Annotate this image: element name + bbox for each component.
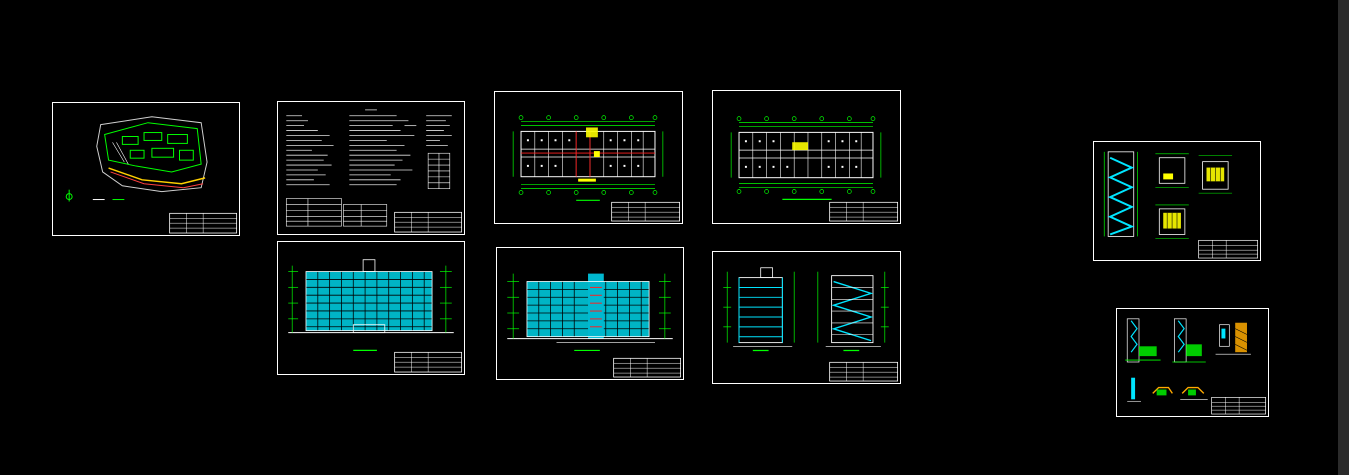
sheet-elevation-rear[interactable]: [496, 247, 684, 380]
section-drawing: [723, 267, 889, 352]
wall-detail-drawing: [1125, 318, 1251, 402]
vertical-scrollbar[interactable]: [1338, 0, 1349, 475]
title-block: [1211, 397, 1266, 415]
sheet-floor-plan-2[interactable]: [712, 90, 901, 224]
sheet-elevation-front[interactable]: [277, 241, 465, 375]
sheet-site-plan[interactable]: [52, 102, 240, 236]
title-block: [829, 361, 899, 382]
title-block: [394, 211, 463, 233]
elevation-drawing: [507, 273, 673, 352]
title-block: [1198, 239, 1258, 259]
title-block: [394, 351, 463, 373]
sheet-stair-detail[interactable]: [1093, 141, 1261, 261]
site-plan-drawing: [65, 116, 208, 202]
elevation-drawing: [288, 259, 454, 351]
sheet-floor-plan-1[interactable]: [494, 91, 683, 224]
title-block: [829, 201, 899, 222]
sheet-section[interactable]: [712, 251, 901, 384]
floor-plan-drawing: [512, 115, 664, 201]
stair-detail-drawing: [1103, 151, 1233, 239]
title-block: [611, 201, 681, 222]
title-block: [613, 357, 682, 378]
floor-plan-drawing: [730, 116, 882, 200]
sheet-design-notes[interactable]: [277, 101, 465, 235]
sheet-wall-detail[interactable]: [1116, 308, 1269, 417]
title-block: [169, 212, 238, 234]
notes-text-lines: [286, 109, 452, 186]
notes-tables: [285, 152, 451, 227]
